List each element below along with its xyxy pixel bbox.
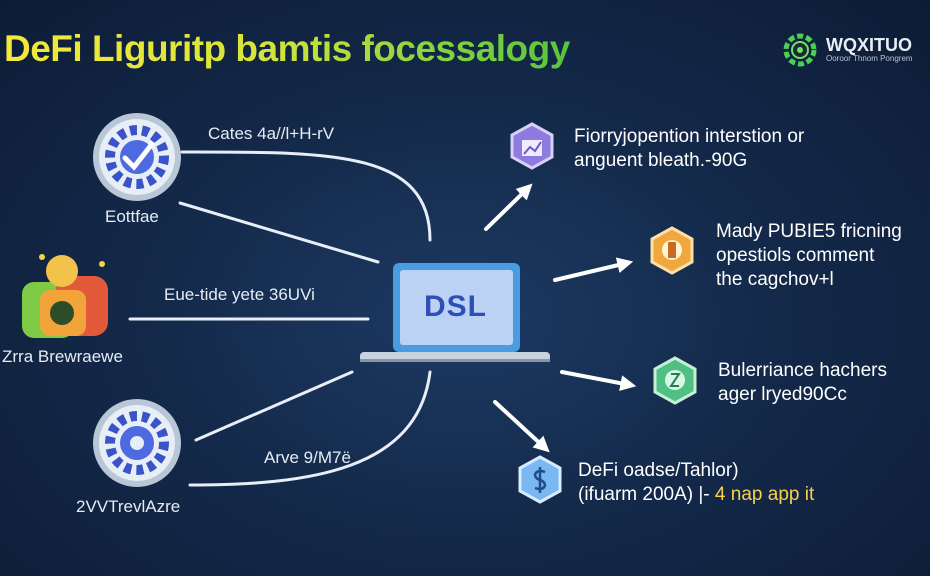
coin-icon <box>650 226 694 275</box>
connector-label-bottom: Arve 9/M7ë <box>264 448 351 467</box>
right-node-4-highlight: 4 nap app it <box>714 484 815 505</box>
right-node-4-line2-text: (ifuarm 200A) |- <box>578 484 715 505</box>
right-node-2-label: Mady PUBIE5 fricning opestiols comment t… <box>716 220 902 292</box>
brand-tagline: Ooroor Thnom Pongrem <box>826 54 913 63</box>
brand: WQXITUO Ooroor Thnom Pongrem <box>780 30 913 70</box>
dollar-icon <box>518 455 562 504</box>
brand-name: WQXITUO <box>826 35 912 55</box>
right-node-2-line1: Mady PUBIE5 fricning <box>716 221 902 242</box>
right-node-3-line1: Bulerriance hachers <box>718 360 887 381</box>
arrow-to-node-2 <box>553 257 634 282</box>
right-node-3-line2: ager lryed90Cc <box>718 384 847 405</box>
arrow-to-node-3 <box>560 370 637 392</box>
connector-label-middle: Eue-tide yete 36UVi <box>164 285 315 304</box>
gear-check-icon <box>93 113 181 201</box>
connector-top-curve <box>180 150 432 242</box>
arrow-to-node-4 <box>493 400 550 453</box>
right-node-1-line2: anguent bleath.-90G <box>574 150 748 171</box>
money-bag-icon <box>22 254 108 338</box>
right-node-2-line2: opestiols comment <box>716 245 875 266</box>
right-node-1-line1: Fiorryjopention interstion or <box>574 126 805 147</box>
brand-logo-icon <box>783 33 817 67</box>
left-node-label-middle: Zrra Brewraewe <box>2 347 123 366</box>
left-node-label-bottom: 2VVTrevlAzre <box>76 497 181 516</box>
right-node-3-label: Bulerriance hachers ager lryed90Cc <box>718 359 887 407</box>
page-title: DeFi Liguritp bamtis focessalogy <box>4 28 570 69</box>
connector-bottom-curve <box>188 370 432 487</box>
arrow-to-node-1 <box>484 183 533 231</box>
connector-bottom-diagonal <box>194 370 354 442</box>
chart-icon <box>510 122 554 170</box>
right-node-4-line2: (ifuarm 200A) |- 4 nap app it <box>578 483 814 507</box>
dollar-shield-icon <box>653 356 697 405</box>
gear-icon <box>93 399 181 487</box>
laptop-icon <box>360 263 550 362</box>
right-node-1-label: Fiorryjopention interstion or anguent bl… <box>574 125 804 173</box>
connector-label-top: Cates 4a//l+H-rV <box>208 124 335 143</box>
left-node-label-top: Eottfae <box>105 207 159 226</box>
right-node-4-line1: DeFi oadse/Tahlor) <box>578 460 739 481</box>
right-node-4-label: DeFi oadse/Tahlor) (ifuarm 200A) |- 4 na… <box>578 459 814 507</box>
connector-top-diagonal <box>178 201 380 264</box>
laptop-screen-text: DSL <box>424 290 487 323</box>
right-node-2-line3: the cagchov+l <box>716 269 834 290</box>
